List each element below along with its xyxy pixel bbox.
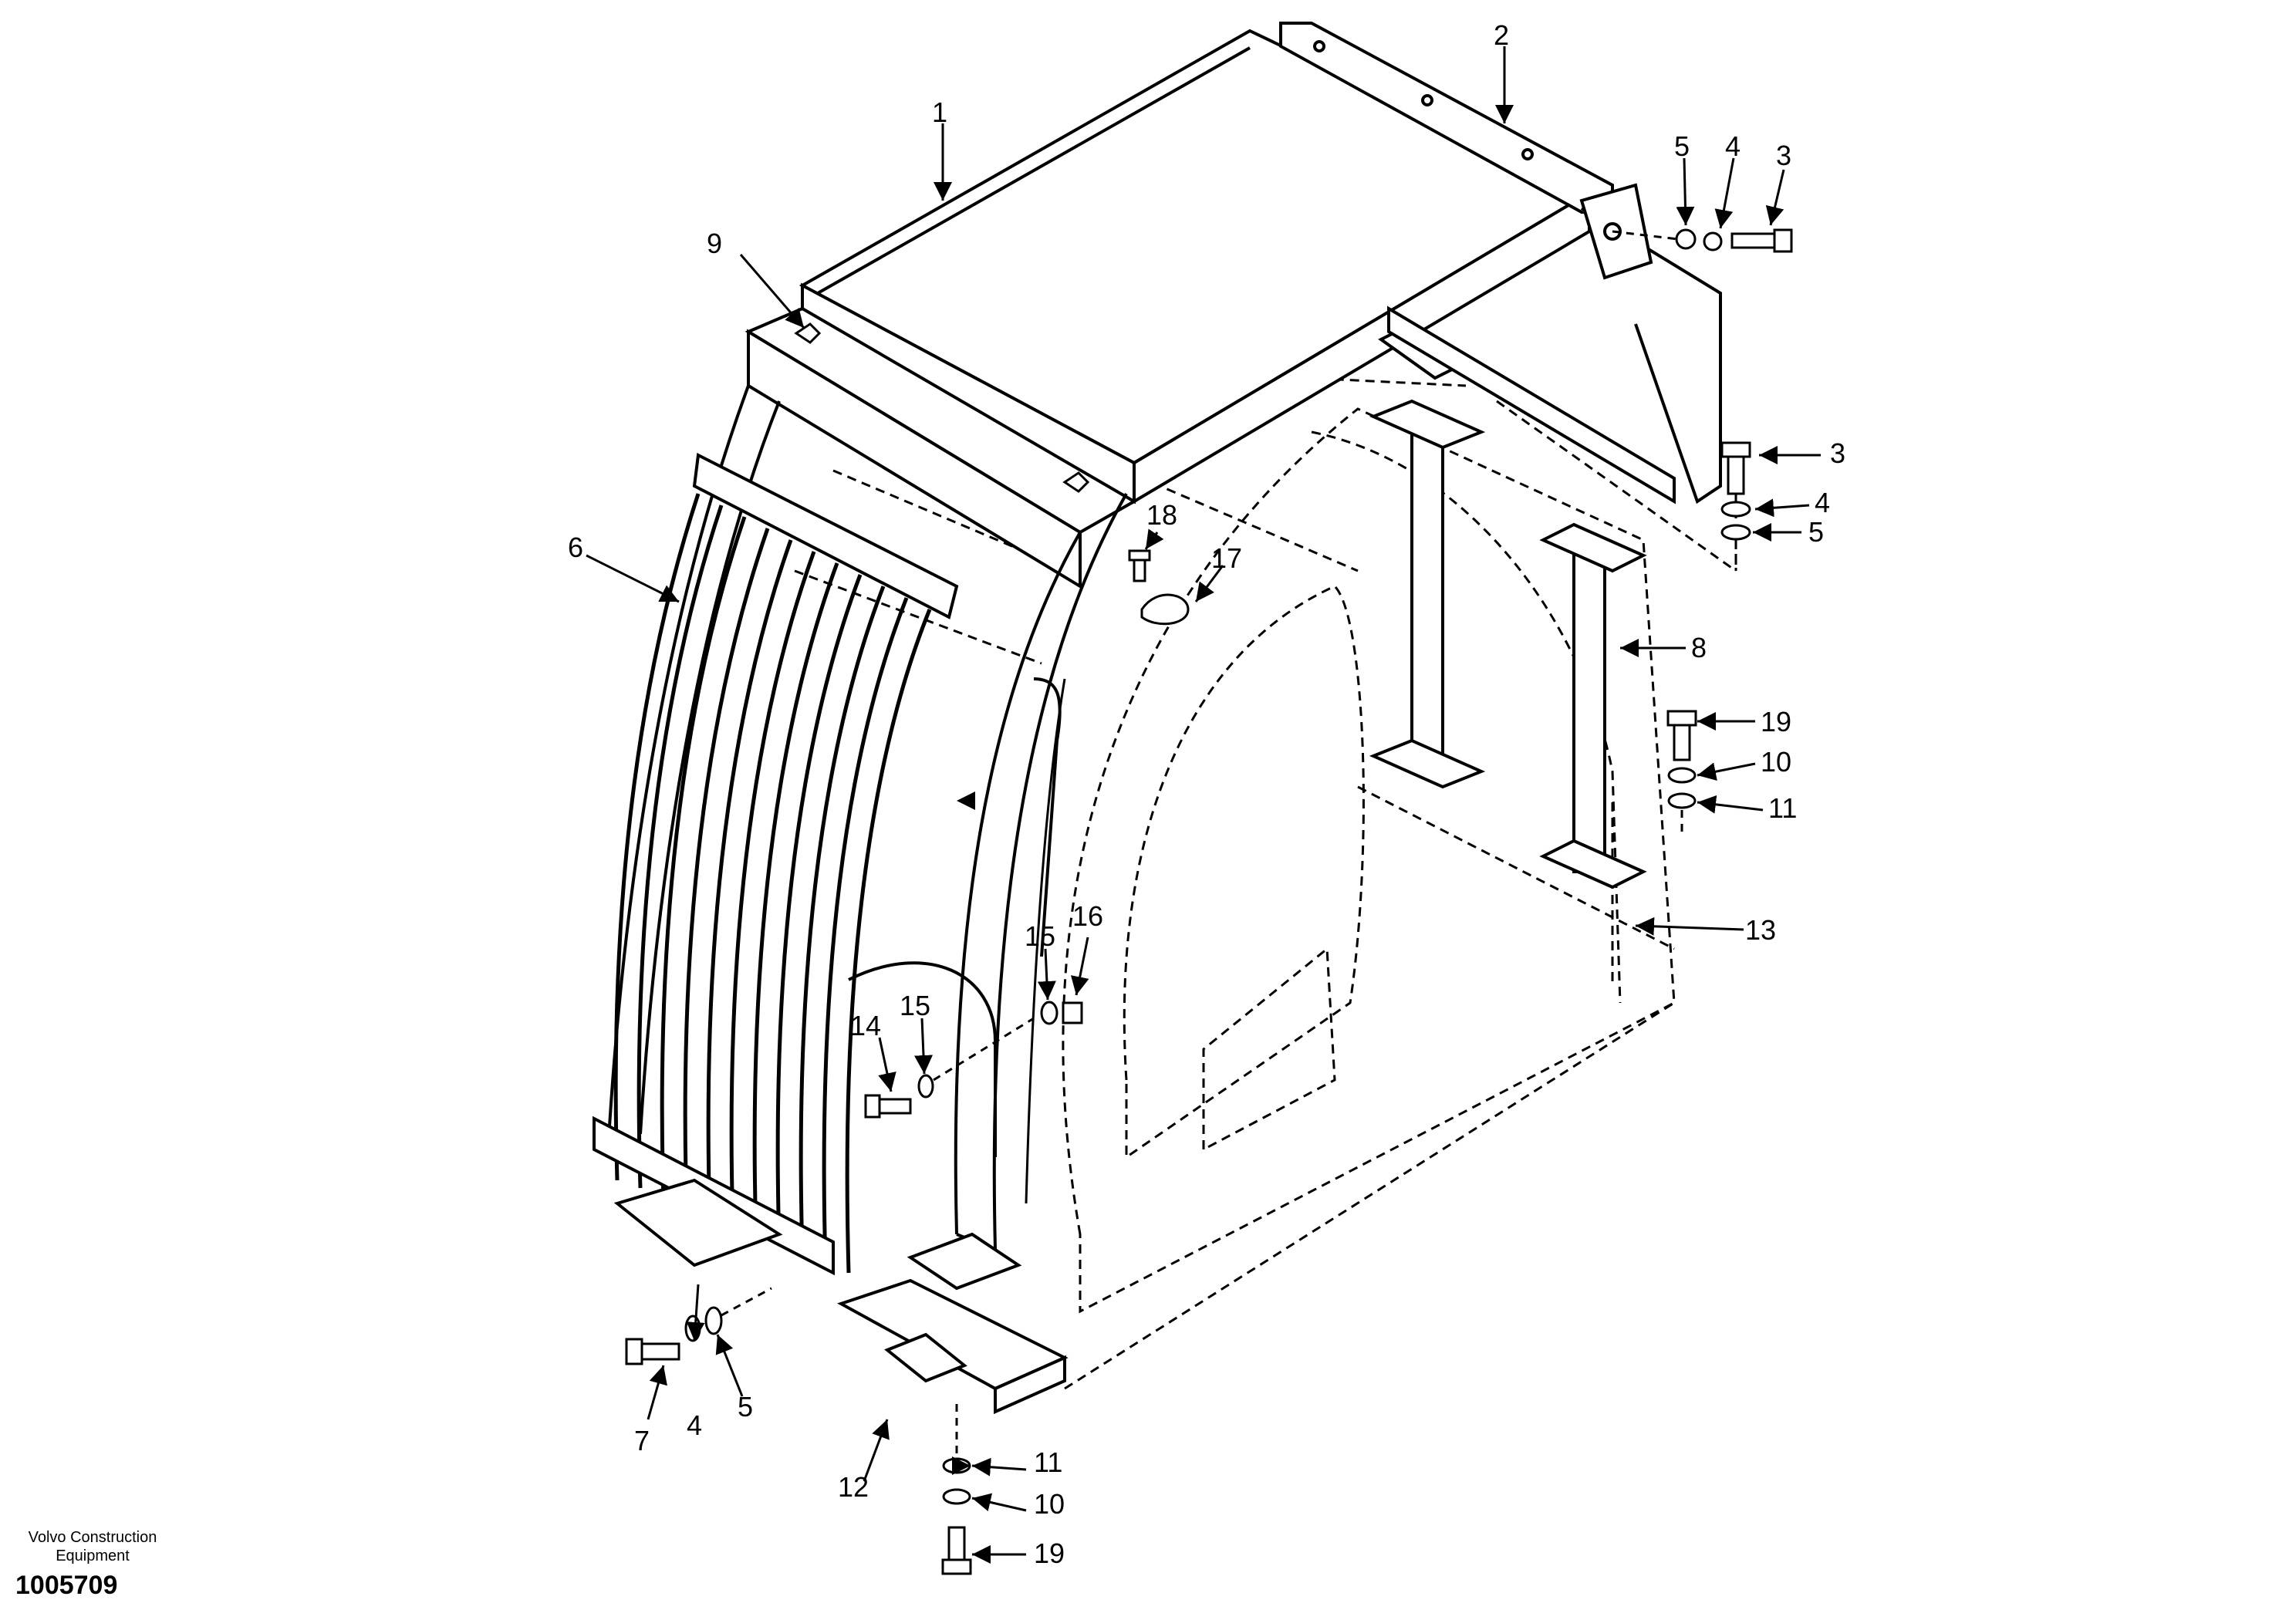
clamp-17 [1140, 593, 1190, 626]
lockwasher-4-right [1720, 501, 1751, 518]
callout-7: 7 [634, 1425, 650, 1456]
callout-15: 15 [900, 990, 930, 1021]
latch-9 [794, 322, 822, 344]
callout-17: 17 [1211, 542, 1242, 574]
lockwasher-4-top [1703, 231, 1723, 251]
callout-19: 19 [1761, 706, 1791, 737]
callout-13: 13 [1745, 914, 1776, 946]
callout-10: 10 [1034, 1488, 1065, 1520]
bolt-3-right [1727, 452, 1745, 495]
callout-5: 5 [738, 1391, 753, 1423]
front-upper-frame [745, 306, 1138, 589]
washer-5-bottom [704, 1306, 723, 1335]
lockwasher-4-bottom [684, 1315, 701, 1342]
washer-11-bottom [942, 1457, 971, 1474]
company-name-line1: Volvo Construction [28, 1529, 157, 1546]
base-plates [593, 1115, 1069, 1415]
washer-15-upper [1040, 1001, 1059, 1025]
callout-14: 14 [850, 1010, 881, 1041]
callout-15: 15 [1025, 920, 1055, 952]
leader-lines [586, 46, 1821, 1564]
callout-2: 2 [1494, 19, 1509, 51]
callout-12: 12 [838, 1471, 869, 1503]
callout-labels: 1 2 3 3 4 4 4 5 5 5 6 7 8 9 10 10 11 11 … [568, 19, 1845, 1569]
callout-19: 19 [1034, 1537, 1065, 1569]
callout-8: 8 [1691, 632, 1707, 663]
callout-3: 3 [1830, 437, 1845, 469]
nut-16 [1062, 1001, 1083, 1024]
callout-9: 9 [707, 228, 722, 259]
callout-4: 4 [1815, 487, 1830, 518]
washer-11-right [1667, 792, 1697, 809]
assembly-lines [721, 230, 1737, 1458]
callout-11: 11 [1768, 792, 1797, 824]
callout-4: 4 [687, 1409, 702, 1441]
grab-handle [848, 677, 1062, 1157]
lockwasher-10-bottom [942, 1488, 971, 1505]
callout-4: 4 [1725, 130, 1741, 162]
front-grille [613, 452, 959, 1274]
lockwasher-10-right [1667, 767, 1697, 784]
bolt-19-right [1673, 720, 1691, 761]
washer-5-right [1720, 524, 1751, 541]
callout-16: 16 [1072, 900, 1103, 932]
callout-5: 5 [1674, 130, 1690, 162]
callout-6: 6 [568, 532, 583, 563]
callout-5: 5 [1808, 516, 1824, 548]
drawing-number: 1005709 [15, 1571, 118, 1600]
company-name-line2: Equipment [56, 1547, 130, 1564]
callout-18: 18 [1146, 499, 1177, 531]
bolt-3-top [1730, 232, 1780, 249]
front-pillar [954, 493, 1128, 1251]
callout-10: 10 [1761, 746, 1791, 778]
washer-5-top [1675, 228, 1697, 250]
callout-3: 3 [1776, 140, 1791, 171]
washer-15-lower [917, 1074, 934, 1099]
callout-11: 11 [1034, 1446, 1062, 1478]
rear-posts [1369, 207, 1722, 889]
callout-1: 1 [932, 96, 947, 128]
